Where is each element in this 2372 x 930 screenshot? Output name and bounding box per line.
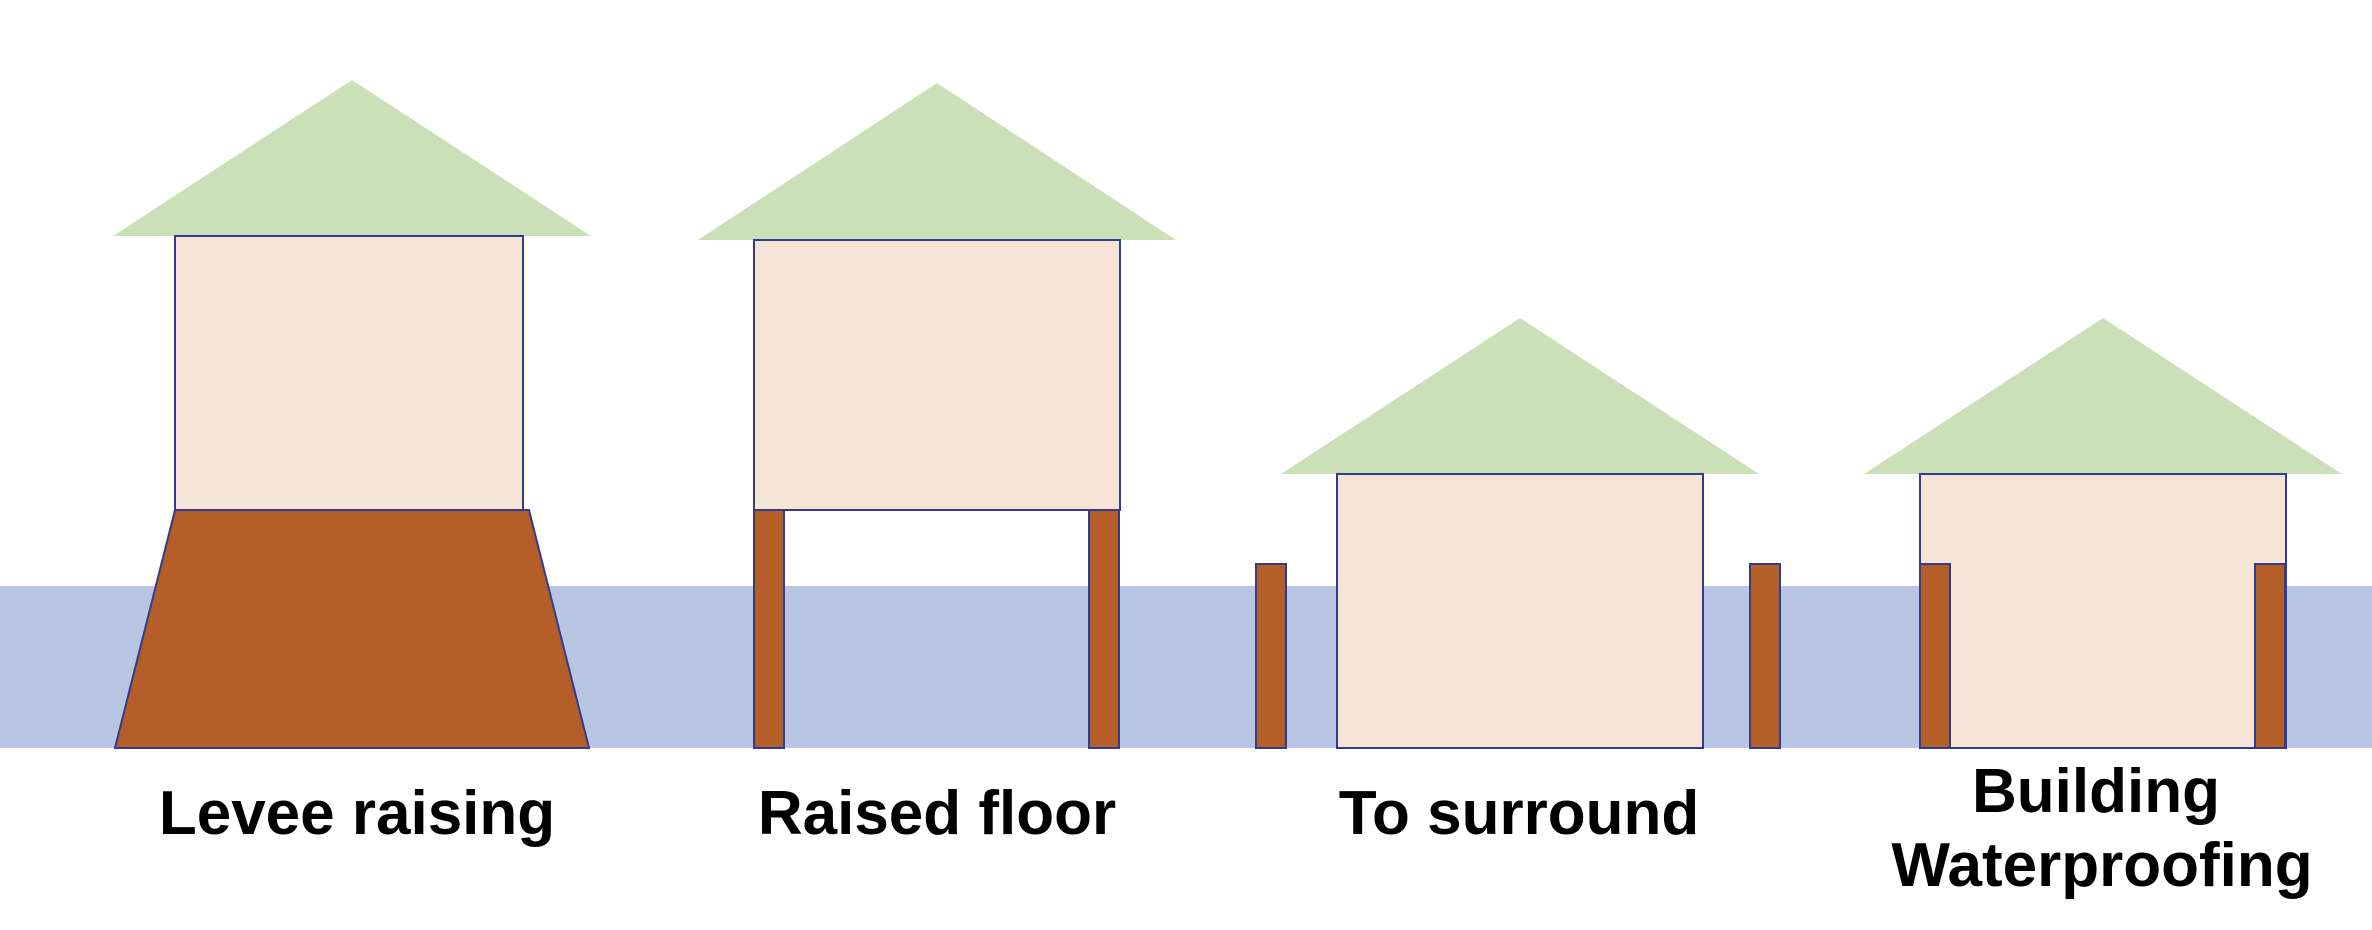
waterproof-wall-left (1919, 563, 1951, 749)
house-wall (753, 239, 1121, 511)
house-building-waterproofing (1864, 318, 2342, 749)
waterproof-wall-right (2254, 563, 2286, 749)
house-wall (174, 235, 524, 511)
house-wall (1919, 473, 2287, 749)
label-levee-raising: Levee raising (159, 779, 555, 848)
roof (113, 80, 591, 236)
house-to-surround (1255, 318, 1781, 749)
house-wall (1336, 473, 1704, 749)
surround-wall-right (1749, 563, 1781, 749)
label-raised-floor: Raised floor (758, 779, 1116, 848)
stilt-right (1088, 509, 1120, 749)
roof (1281, 318, 1759, 474)
house-raised-floor (698, 83, 1176, 749)
roof (698, 83, 1176, 240)
roof (1864, 318, 2342, 474)
label-building: Building (1972, 757, 2220, 826)
raised-levee-mound (113, 509, 591, 749)
label-waterproofing: Waterproofing (1891, 831, 2312, 900)
label-to-surround: To surround (1339, 779, 1699, 848)
house-levee-raising (113, 80, 591, 749)
stilt-left (753, 509, 785, 749)
surround-wall-left (1255, 563, 1287, 749)
